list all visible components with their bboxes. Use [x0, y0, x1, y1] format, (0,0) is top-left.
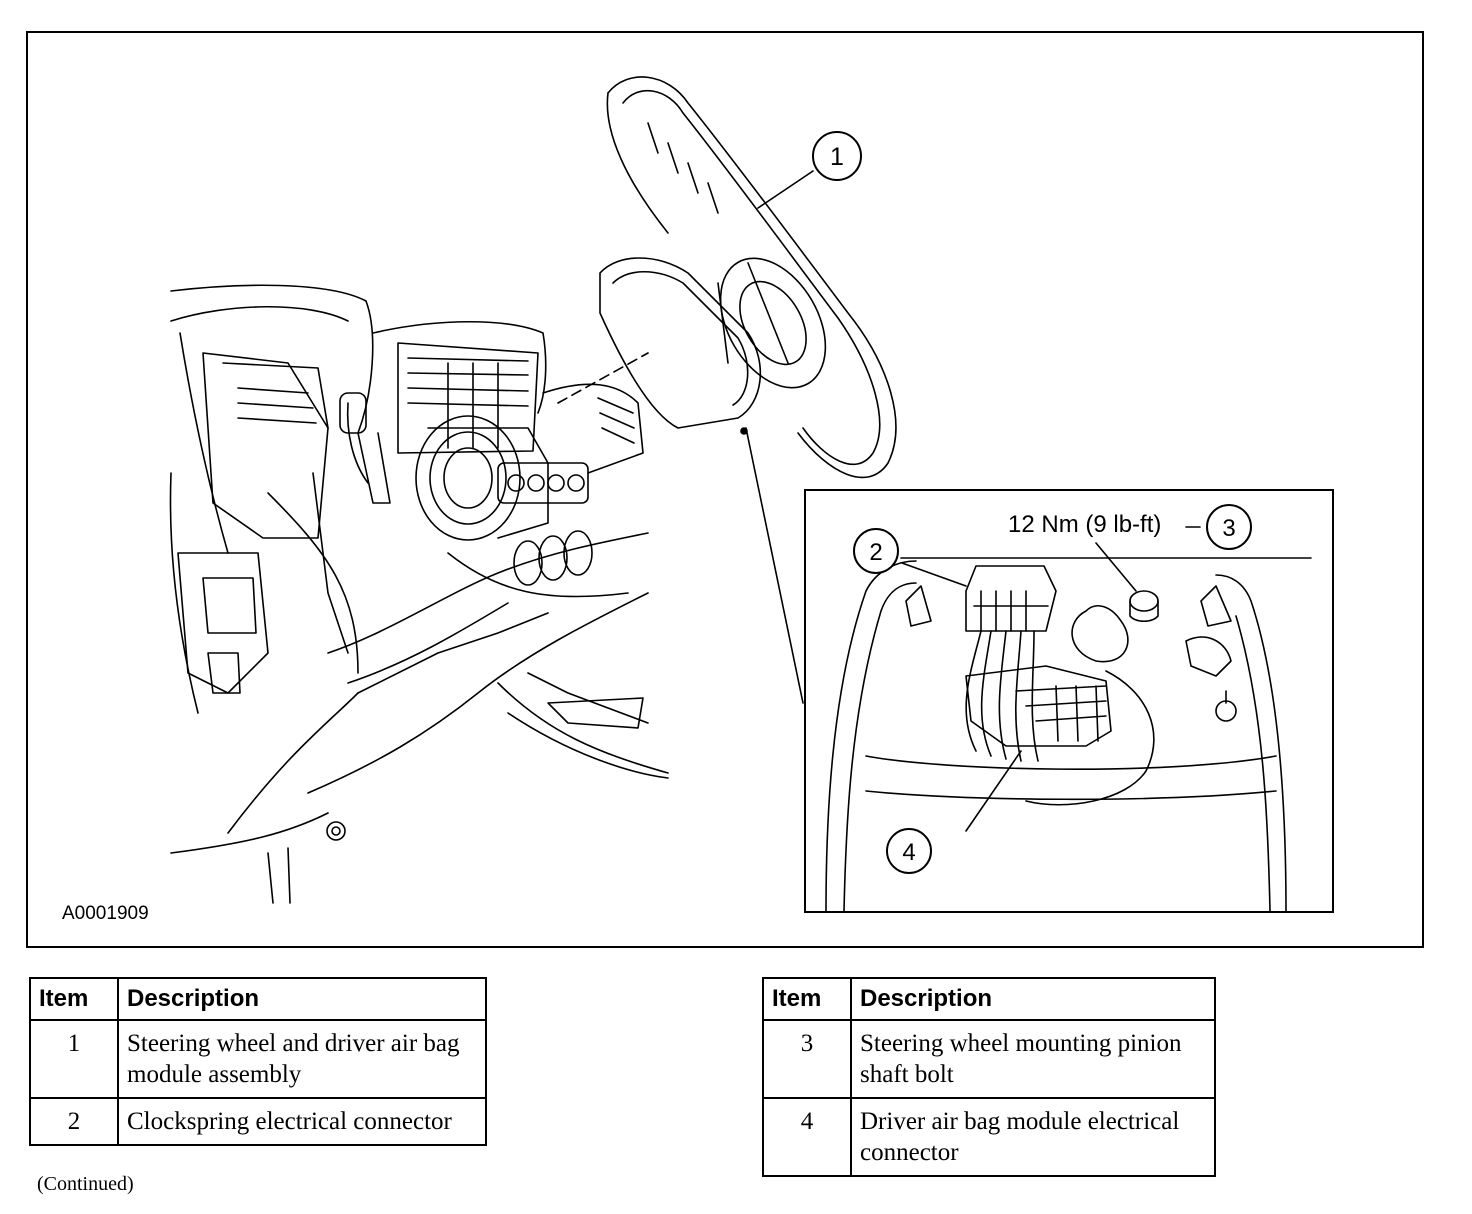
table-row: 2 Clockspring electrical connector: [29, 1097, 487, 1146]
inset-connector-drawing: 2 3 4: [825, 504, 1312, 911]
steering-wheel-drawing: [557, 76, 897, 704]
table-header-row: Item Description: [29, 977, 487, 1021]
item-description: Driver air bag module electrical connect…: [850, 1097, 1216, 1177]
instrument-panel-drawing: [169, 284, 669, 904]
continued-note: (Continued): [37, 1173, 134, 1195]
torque-spec: 12 Nm (9 lb-ft): [1008, 511, 1162, 538]
item-description: Steering wheel and driver air bag module…: [117, 1019, 487, 1099]
callout-2: 2: [853, 528, 899, 574]
callout-2-label: 2: [869, 539, 882, 566]
table-row: 4 Driver air bag module electrical conne…: [762, 1097, 1216, 1177]
callout-1-leader: [757, 170, 814, 209]
table-header-row: Item Description: [762, 977, 1216, 1021]
legend-table-right: Item Description 3 Steering wheel mounti…: [762, 977, 1216, 1177]
column-header-item: Item: [29, 977, 119, 1021]
item-number: 1: [29, 1019, 119, 1099]
callout-3-leader: [1095, 542, 1137, 592]
column-header-description: Description: [117, 977, 487, 1021]
inset-detail: 2 3 4 12 Nm (9 lb-ft): [804, 489, 1334, 913]
callout-1: 1: [812, 131, 862, 181]
illustration-frame: 1: [26, 31, 1424, 948]
callout-1-label: 1: [830, 143, 844, 171]
callout-3-label: 3: [1222, 515, 1235, 542]
item-number: 4: [762, 1097, 852, 1177]
callout-3: 3: [1206, 504, 1252, 550]
column-header-description: Description: [850, 977, 1216, 1021]
steering-wheel-illustration: 1: [169, 76, 897, 904]
item-description: Steering wheel mounting pinion shaft bol…: [850, 1019, 1216, 1099]
callout-4-leader: [965, 750, 1022, 832]
legend-table-left: Item Description 1 Steering wheel and dr…: [29, 977, 487, 1146]
item-number: 2: [29, 1097, 119, 1146]
column-header-item: Item: [762, 977, 852, 1021]
callout-2-leader: [901, 562, 967, 587]
table-row: 1 Steering wheel and driver air bag modu…: [29, 1019, 487, 1099]
figure-id: A0001909: [62, 903, 149, 924]
callout-4-label: 4: [902, 839, 915, 866]
item-number: 3: [762, 1019, 852, 1099]
table-row: 3 Steering wheel mounting pinion shaft b…: [762, 1019, 1216, 1099]
item-description: Clockspring electrical connector: [117, 1097, 487, 1146]
callout-4: 4: [886, 828, 932, 874]
